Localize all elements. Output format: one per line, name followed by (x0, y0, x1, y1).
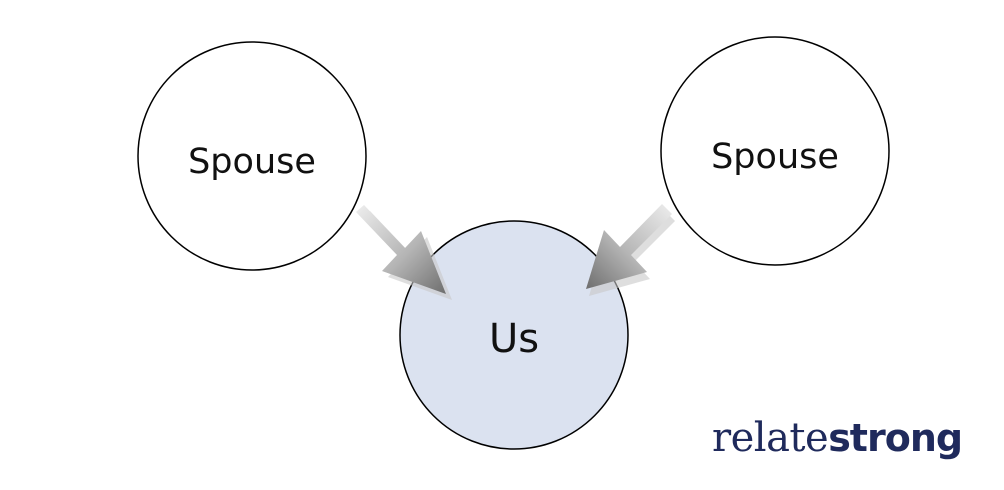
logo-relate-text: relate (712, 415, 829, 461)
us-circle (399, 220, 629, 450)
arrow-right-to-us (586, 204, 675, 296)
logo-strong-text: strong (828, 416, 963, 460)
spouse-left-label: Spouse (188, 142, 316, 182)
arrow-left-to-us (356, 205, 452, 300)
spouse-left-circle (137, 41, 367, 271)
relatestrong-logo: relatestrong (712, 415, 963, 461)
spouse-right-circle (660, 36, 890, 266)
spouse-right-label: Spouse (711, 137, 839, 177)
us-label: Us (489, 316, 539, 362)
